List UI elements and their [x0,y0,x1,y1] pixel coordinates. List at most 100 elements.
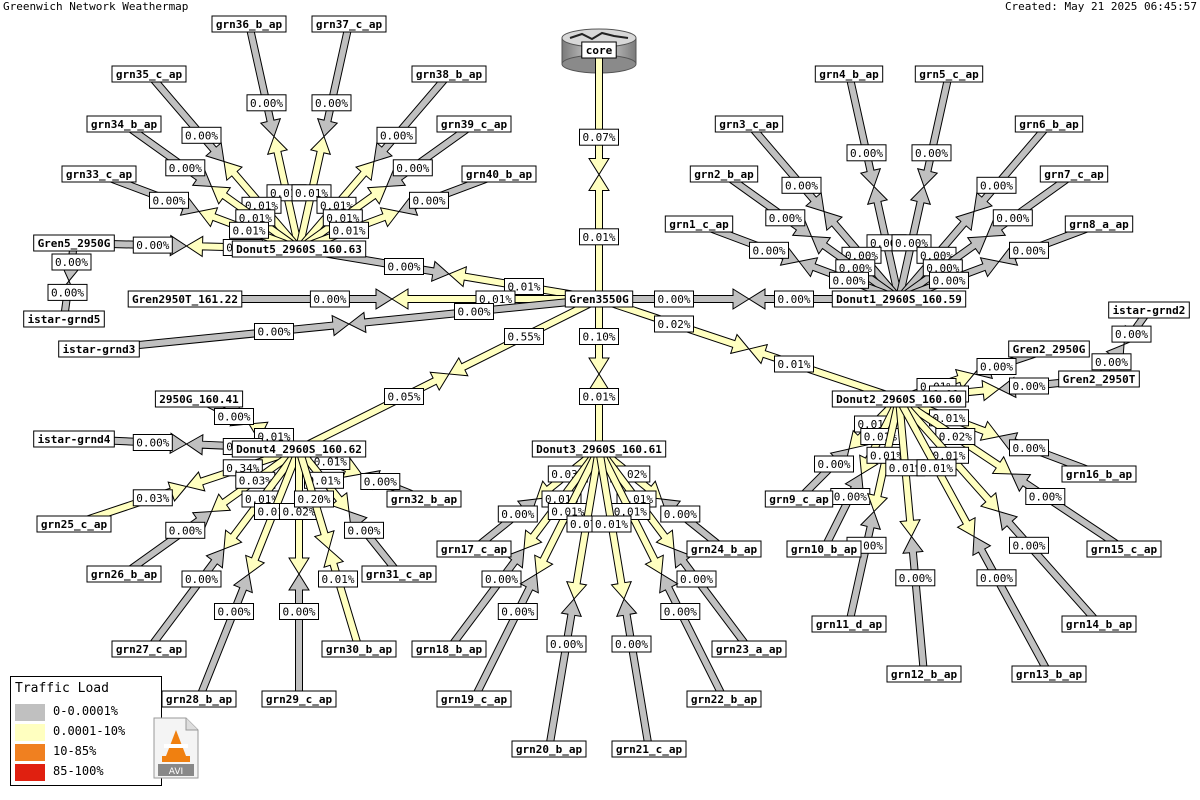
utilization-label-box [781,176,822,194]
node-d5[interactable]: Donut5_2960S_160.63 [231,240,367,258]
node-label: grn27_c_ap [116,643,183,656]
node-ig5[interactable]: istar-grnd5 [23,310,105,328]
link-label-in: 0.00% [895,569,936,587]
node-grn28[interactable]: grn28_b_ap [161,690,237,708]
node-grn17[interactable]: grn17_c_ap [436,540,512,558]
node-ig4[interactable]: istar-grnd4 [33,430,115,448]
node-grn24[interactable]: grn24_b_ap [686,540,762,558]
node-grn40[interactable]: grn40_b_ap [461,165,537,183]
node-core[interactable]: core [581,41,617,59]
node-grn25[interactable]: grn25_c_ap [36,515,112,533]
node-grn10[interactable]: grn10_b_ap [786,540,862,558]
node-g2_2950t[interactable]: Gren2_2950T [1058,370,1140,388]
node-grn9[interactable]: grn9_c_ap [764,490,834,508]
node-g5_2950[interactable]: Gren5_2950G [33,234,115,252]
utilization-label-box [579,388,619,405]
node-grn15[interactable]: grn15_c_ap [1086,540,1162,558]
node-grn20[interactable]: grn20_b_ap [511,740,587,758]
node-grn8[interactable]: grn8_a_ap [1064,215,1134,233]
node-grn14[interactable]: grn14_b_ap [1061,615,1137,633]
link-label-in: 0.00% [360,473,401,490]
node-d2[interactable]: Donut2_2960S_160.60 [831,390,967,408]
node-grn21[interactable]: grn21_c_ap [611,740,687,758]
utilization-label-box [774,290,814,308]
utilization-label-text: 0.00% [501,508,534,521]
node-grn12[interactable]: grn12_b_ap [886,665,962,683]
link-gren3550-d4[interactable] [296,295,602,453]
utilization-label-text: 0.01% [307,474,340,487]
node-box [154,390,244,408]
node-label: grn13_b_ap [1016,668,1083,681]
avi-file-icon[interactable]: AVI [152,716,200,780]
utilization-label-text: 0.02% [939,431,972,444]
utilization-label-box [846,144,887,162]
node-label: Donut2_2960S_160.60 [836,393,962,406]
utilization-label-text: 0.00% [926,262,959,275]
node-d1[interactable]: Donut1_2960S_160.59 [831,290,967,308]
node-n2950g160[interactable]: 2950G_160.41 [154,390,244,408]
node-ig3[interactable]: istar-grnd3 [58,340,140,358]
node-grn16[interactable]: grn16_b_ap [1061,465,1137,483]
node-grn11[interactable]: grn11_d_ap [811,615,887,633]
utilization-label-text: 0.00% [850,147,883,160]
node-grn37[interactable]: grn37_c_ap [311,15,387,33]
node-grn26[interactable]: grn26_b_ap [86,565,162,583]
node-grn31[interactable]: grn31_c_ap [361,565,437,583]
utilization-label-text: 0.00% [980,361,1013,374]
node-g2950t161[interactable]: Gren2950T_161.22 [127,290,243,308]
link-arrow-in [588,49,610,176]
link-label-out: 0.20% [294,490,334,508]
link-label-out: 0.02% [654,315,694,333]
legend-label: 85-100% [53,764,104,778]
node-grn2[interactable]: grn2_b_ap [689,165,759,183]
node-grn18[interactable]: grn18_b_ap [411,640,487,658]
node-grn1[interactable]: grn1_c_ap [664,215,734,233]
node-grn5[interactable]: grn5_c_ap [914,65,984,83]
node-ig2[interactable]: istar-grnd2 [1108,301,1190,319]
link-label-in: 0.00% [976,358,1017,375]
link-label-out: 0.01% [504,278,544,295]
utilization-label-text: 0.55% [507,331,540,344]
node-g2_2950g[interactable]: Gren2_2950G [1008,340,1090,358]
utilization-label-text: 0.00% [364,476,397,489]
link-gren3550-d2[interactable] [597,295,901,403]
node-grn19[interactable]: grn19_c_ap [436,690,512,708]
node-grn32[interactable]: grn32_b_ap [386,490,462,508]
utilization-label-text: 0.00% [1012,380,1045,393]
node-grn4[interactable]: grn4_b_ap [814,65,884,83]
link-label-in: 0.00% [660,603,701,620]
utilization-label-box [1091,353,1132,371]
link-gren3550-d3[interactable] [588,298,610,450]
node-grn36[interactable]: grn36_b_ap [211,15,287,33]
node-box [36,515,112,533]
link-label-out: 0.34% [222,459,263,477]
node-d4[interactable]: Donut4_2960S_160.62 [231,440,367,458]
link-label-in: 0.00% [149,191,189,209]
node-grn3[interactable]: grn3_c_ap [714,115,784,133]
link-gren3550-core[interactable] [588,49,610,300]
node-box [611,740,687,758]
node-grn7[interactable]: grn7_c_ap [1039,165,1109,183]
node-grn23[interactable]: grn23_a_ap [711,640,787,658]
utilization-label-text: 0.01% [920,462,953,475]
link-label-in: 0.00% [214,603,254,620]
node-grn34[interactable]: grn34_b_ap [86,115,162,133]
node-grn39[interactable]: grn39_c_ap [436,115,512,133]
node-grn6[interactable]: grn6_b_ap [1014,115,1084,133]
node-grn13[interactable]: grn13_b_ap [1011,665,1087,683]
node-label: grn32_b_ap [391,493,458,506]
node-label: grn9_c_ap [769,493,829,506]
node-d3[interactable]: Donut3_2960S_160.61 [531,440,667,458]
node-grn30[interactable]: grn30_b_ap [321,640,397,658]
utilization-label-box [895,569,936,587]
node-grn33[interactable]: grn33_c_ap [61,165,137,183]
utilization-label-box [1025,488,1066,505]
node-gren3550[interactable]: Gren3550G [564,290,634,308]
node-box [1086,540,1162,558]
node-grn29[interactable]: grn29_c_ap [261,690,337,708]
node-grn35[interactable]: grn35_c_ap [111,65,187,83]
node-grn22[interactable]: grn22_b_ap [686,690,762,708]
node-grn27[interactable]: grn27_c_ap [111,640,187,658]
node-box [886,665,962,683]
node-grn38[interactable]: grn38_b_ap [411,65,487,83]
